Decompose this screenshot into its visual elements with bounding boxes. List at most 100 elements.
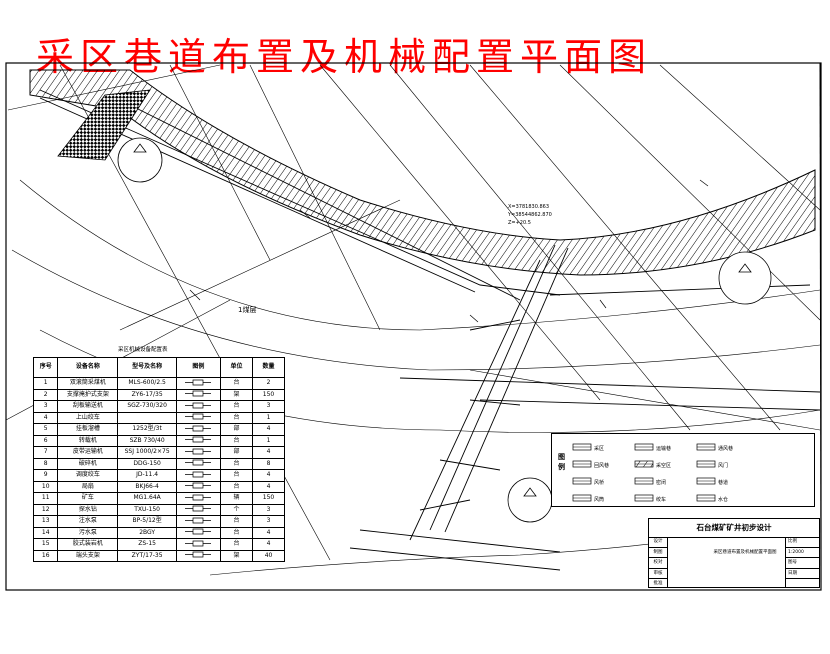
cell-no: 3 — [32, 400, 59, 413]
cell-icon — [175, 469, 222, 482]
legend-item: 风桥 — [572, 472, 632, 492]
table-header-row: 序号 设备名称 型号及名称 图例 单位 数量 — [32, 357, 285, 378]
cell-no: 5 — [32, 423, 59, 436]
legend-swatch-icon — [696, 443, 716, 451]
cell-name: 局扇 — [57, 480, 119, 493]
equipment-symbol-icon — [185, 482, 212, 489]
cell-icon — [175, 538, 222, 551]
legend-label: 采空区 — [656, 463, 672, 469]
cell-icon — [175, 480, 222, 493]
legend-label: 风筒 — [594, 497, 605, 503]
equipment-symbol-icon — [185, 551, 212, 558]
cell-icon — [175, 423, 222, 436]
inclined-shaft — [349, 244, 569, 571]
cell-qty: 3 — [252, 503, 285, 516]
tb-row: 日期 — [786, 569, 820, 579]
cell-icon — [175, 377, 222, 390]
cell-unit: 辆 — [220, 492, 254, 505]
legend-item: 采空区 — [634, 455, 694, 475]
legend-label: 采区 — [594, 446, 605, 452]
cell-icon — [175, 457, 222, 470]
header-model: 型号及名称 — [117, 357, 177, 378]
legend-swatch-icon — [634, 477, 654, 485]
cell-model: ZY6-17/35 — [117, 388, 177, 401]
cell-qty: 4 — [252, 480, 285, 493]
header-unit: 单位 — [220, 357, 254, 378]
cell-qty: 3 — [252, 515, 285, 528]
cell-no: 15 — [32, 538, 59, 551]
equipment-symbol-icon — [185, 390, 212, 397]
cell-icon — [175, 515, 222, 528]
cell-name: 刮板输送机 — [57, 400, 119, 413]
cell-model — [117, 411, 177, 424]
legend-label: 通风巷 — [718, 446, 734, 452]
cell-no: 8 — [32, 457, 59, 470]
cell-unit: 部 — [220, 423, 254, 436]
legend-label: 运输巷 — [656, 446, 672, 452]
legend-label: 密闭 — [656, 480, 667, 486]
cell-unit: 台 — [220, 457, 254, 470]
equipment-symbol-icon — [185, 459, 212, 466]
legend-swatch-icon — [634, 443, 654, 451]
cell-qty: 1 — [252, 411, 285, 424]
cell-no: 16 — [32, 549, 59, 562]
station-circle — [718, 251, 772, 305]
company-name: 石台煤矿矿井初步设计 — [649, 519, 819, 538]
cell-no: 13 — [32, 515, 59, 528]
cell-qty: 3 — [252, 400, 285, 413]
legend-swatch-icon — [634, 460, 654, 468]
cell-name: 调度绞车 — [57, 469, 119, 482]
header-icon: 图例 — [175, 357, 222, 378]
cell-qty: 150 — [252, 388, 285, 401]
legend-label: 绞车 — [656, 497, 667, 503]
cell-qty: 4 — [252, 538, 285, 551]
legend-swatch-icon — [696, 494, 716, 502]
cell-qty: 8 — [252, 457, 285, 470]
cell-no: 10 — [32, 480, 59, 493]
coord-label: X=3781830.863 — [508, 204, 550, 210]
cell-icon — [175, 492, 222, 505]
equipment-symbol-icon — [185, 494, 212, 500]
cell-unit: 台 — [220, 538, 254, 551]
cell-no: 1 — [32, 377, 59, 390]
tb-row: 图号 — [786, 558, 820, 569]
legend-item: 采区 — [572, 438, 632, 458]
cell-model: MLS-600/2.5 — [117, 377, 177, 390]
legend-label: 巷道 — [718, 480, 729, 486]
drawing-name: 采区巷道布置及机械配置平面图 — [713, 550, 777, 555]
legend-item: 通风巷 — [696, 438, 756, 458]
title-block: 石台煤矿矿井初步设计 设计 制图 校对 审核 批准 采区巷道布置及机械配置平面图… — [648, 518, 820, 588]
cell-qty: 4 — [252, 446, 285, 459]
legend-swatch-icon — [696, 477, 716, 485]
cell-icon — [175, 434, 222, 447]
road-markers — [189, 179, 709, 323]
equipment-symbol-icon — [185, 540, 212, 546]
tb-row: 校对 — [649, 558, 667, 569]
tb-row — [786, 579, 820, 589]
title-block-left-rows: 设计 制图 校对 审核 批准 — [649, 537, 668, 587]
legend-swatch-icon — [634, 494, 654, 502]
cell-qty: 4 — [252, 469, 285, 482]
cell-model: SZB 730/40 — [117, 434, 177, 447]
cell-no: 14 — [32, 526, 59, 539]
legend-item: 水仓 — [696, 489, 756, 509]
table-caption: 采区机械设备配置表 — [118, 347, 168, 353]
cell-name: 注水泵 — [57, 515, 119, 528]
page-title: 采区巷道布置及机械配置平面图 — [36, 35, 653, 79]
cell-no: 6 — [32, 434, 59, 447]
cell-unit: 个 — [220, 503, 254, 516]
cell-name: 污水泵 — [57, 526, 119, 539]
cell-name: 皮带运输机 — [57, 446, 119, 459]
cell-icon — [175, 388, 222, 401]
cell-icon — [175, 526, 222, 539]
legend-item: 密闭 — [634, 472, 694, 492]
cell-model: JD-11.4 — [117, 469, 177, 482]
legend-item: 风筒 — [572, 489, 632, 509]
